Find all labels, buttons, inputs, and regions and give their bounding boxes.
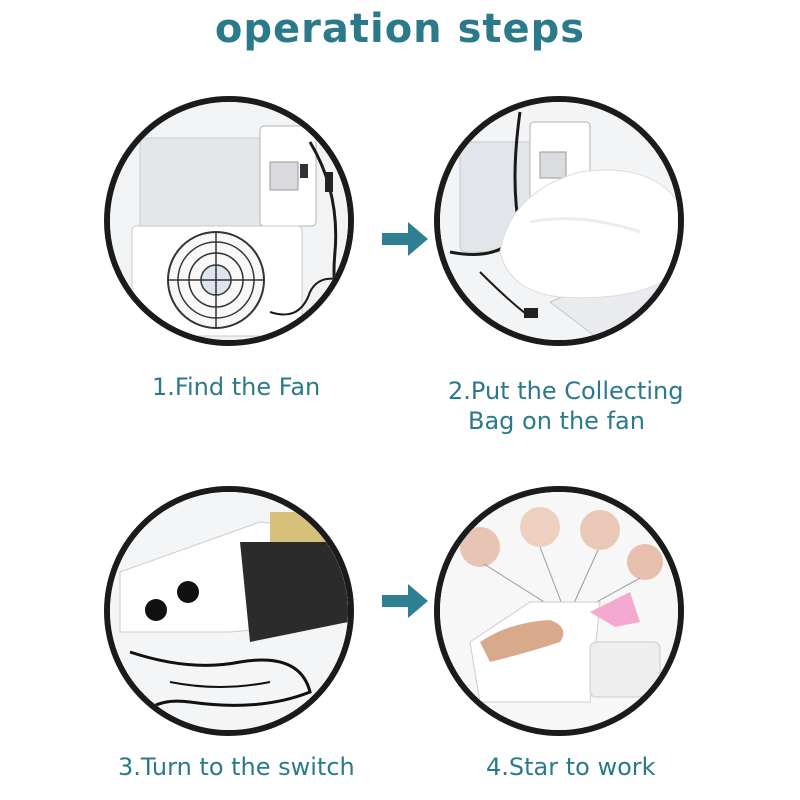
page-title: operation steps [214, 6, 586, 52]
step-4-caption: 4.Star to work [486, 753, 656, 781]
fan-unit-image [110, 102, 348, 340]
switch-image [110, 492, 348, 730]
step-3-photo [104, 486, 354, 736]
step-2-caption-line-2: Bag on the fan [468, 407, 645, 435]
collecting-bag-image [440, 102, 678, 340]
step-2-photo [434, 96, 684, 346]
step-1-photo [104, 96, 354, 346]
step-1-caption: 1.Find the Fan [152, 373, 321, 401]
arrow-right-icon [382, 222, 428, 256]
step-2-caption-line-1: 2.Put the Collecting [448, 377, 684, 405]
step-3-caption: 3.Turn to the switch [118, 753, 355, 781]
arrow-right-icon [382, 584, 428, 618]
working-image [440, 492, 678, 730]
step-4-photo [434, 486, 684, 736]
